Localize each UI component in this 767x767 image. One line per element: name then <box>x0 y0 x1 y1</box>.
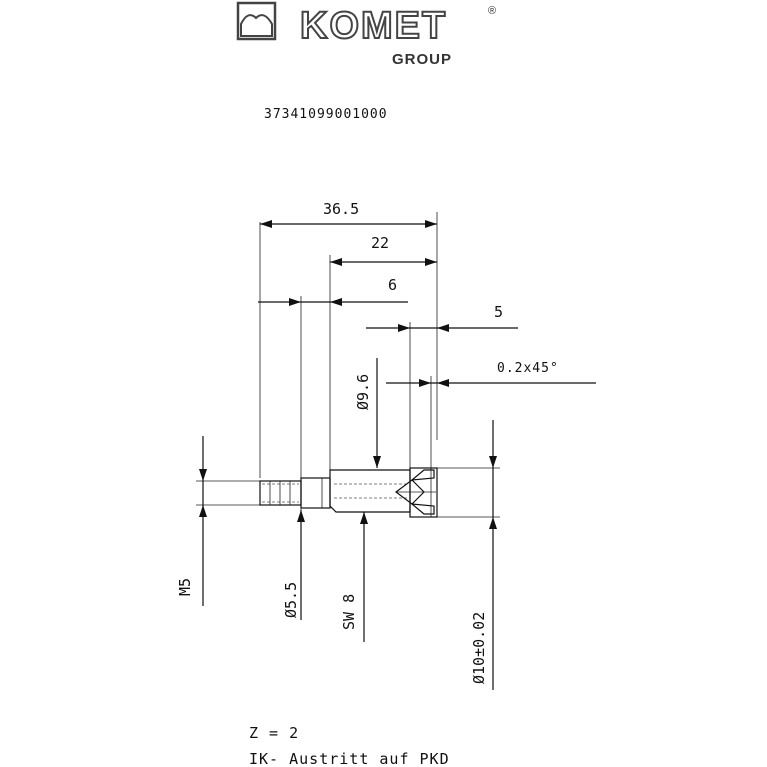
logo-emblem <box>236 1 277 41</box>
dim-wrench: SW 8 <box>340 512 368 642</box>
part-number: 37341099001000 <box>264 107 388 122</box>
dim-36-5-label: 36.5 <box>323 200 359 218</box>
logo-registered: ® <box>488 5 496 17</box>
part-outline <box>259 467 438 518</box>
dim-m5-label: M5 <box>176 578 194 596</box>
komet-logo: KOMET ® GROUP <box>236 1 496 68</box>
dim-22-label: 22 <box>371 234 389 252</box>
dim-length-6: 6 <box>258 276 408 510</box>
dim-sw8-label: SW 8 <box>340 594 358 630</box>
dim-5-label: 5 <box>494 303 503 321</box>
dim-9-6-label: Ø9.6 <box>354 374 372 410</box>
dim-overall-length: 36.5 <box>259 200 438 478</box>
dim-head-tolerance: Ø10±0.02 <box>437 420 500 690</box>
dim-body-length: 22 <box>329 234 437 470</box>
note-teeth: Z = 2 <box>249 724 299 742</box>
dim-neck-diameter: Ø5.5 <box>282 510 305 620</box>
logo-brand: KOMET <box>300 5 447 47</box>
dim-chamfer-label: 0.2x45° <box>497 361 559 376</box>
logo-group: GROUP <box>392 51 452 68</box>
logo-emblem-arc <box>240 14 273 37</box>
dim-length-5: 5 <box>366 303 518 470</box>
note-coolant: IK- Austritt auf PKD <box>249 750 450 767</box>
dim-10-label: Ø10±0.02 <box>470 612 488 684</box>
dim-5-5-label: Ø5.5 <box>282 582 300 618</box>
dim-head-diameter: Ø9.6 <box>354 358 381 468</box>
dim-thread: M5 <box>176 436 262 606</box>
dim-chamfer: 0.2x45° <box>386 361 596 470</box>
dim-6-label: 6 <box>388 276 397 294</box>
